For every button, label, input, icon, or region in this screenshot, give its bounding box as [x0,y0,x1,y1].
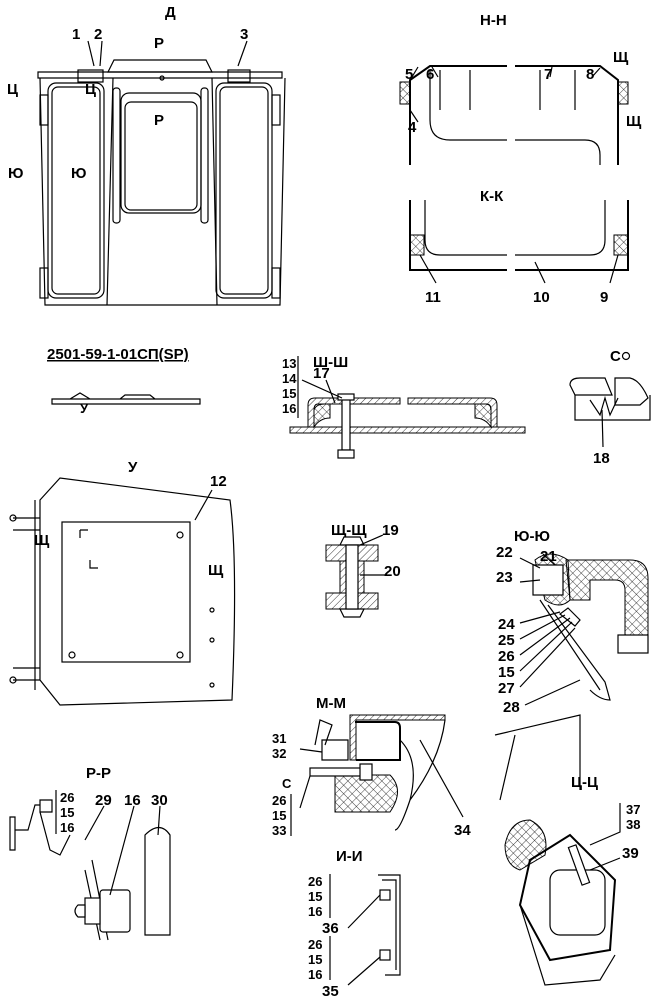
view-u: У 12 Щ Щ [9,459,236,706]
view-n-n: Н-Н 5 6 7 8 4 Щ Щ [399,12,642,165]
callout-15: 15 [498,664,515,681]
callout-16b: 16 [124,792,141,809]
section-mark-r-bottom: Р [154,112,164,129]
callout-2: 2 [94,26,102,43]
callout-26: 26 [60,790,74,805]
view-u-title: У [128,459,138,476]
callout-9: 9 [600,289,608,306]
callout-34: 34 [454,822,471,839]
callout-15: 15 [282,386,296,401]
callout-12: 12 [210,473,227,490]
circle-mark-icon [621,351,631,361]
callout-31: 31 [272,731,286,746]
section-mark-u: У [80,401,89,416]
view-yu-yu-title: Ю-Ю [514,528,550,545]
callout-1: 1 [72,26,80,43]
callout-15: 15 [308,889,322,904]
view-c: С 18 [569,348,651,467]
callout-16: 16 [60,820,74,835]
view-m-m-title: М-М [316,695,346,712]
callout-15: 15 [272,808,286,823]
view-d-title: Д [165,4,176,21]
view-yu-yu: Ю-Ю 21 22 23 24 25 26 15 27 28 [496,528,649,716]
callout-3: 3 [240,26,248,43]
callout-5: 5 [405,66,413,83]
callout-16: 16 [308,904,322,919]
section-mark-shch-bottom: Щ [626,113,642,130]
callout-21: 21 [540,548,557,565]
callout-24: 24 [498,616,515,633]
callout-16: 16 [282,401,296,416]
callout-15b: 15 [308,952,322,967]
callout-18: 18 [593,450,610,467]
callout-28: 28 [503,699,520,716]
section-mark-r-top: Р [154,35,164,52]
callout-33: 33 [272,823,286,838]
view-c-title: С [610,348,621,365]
section-mark-shch-top: Щ [613,49,629,66]
callout-39: 39 [622,845,639,862]
callout-13: 13 [282,356,296,371]
view-r-r: Р-Р 26 15 16 29 16 30 [9,765,171,941]
callout-35: 35 [322,983,339,1000]
callout-25: 25 [498,632,515,649]
section-mark-shch-right: Щ [208,562,224,579]
callout-11: 11 [425,289,441,306]
callout-19: 19 [382,522,399,539]
callout-16c: 16 [308,967,322,982]
view-sh-sh-title: Ш-Ш [313,354,348,371]
section-mark-shch-left: Щ [34,532,50,549]
callout-26: 26 [498,648,515,665]
view-r-r-title: Р-Р [86,765,111,782]
view-i-i: И-И 26 15 16 36 26 15 16 35 [308,848,401,1000]
section-mark-yu-left: Ю [8,165,23,182]
view-m-m: М-М 31 32 С 26 15 33 34 [272,695,471,839]
view-k-k-title: К-К [480,188,504,205]
callout-4: 4 [408,119,417,136]
callout-38: 38 [626,817,640,832]
view-n-n-title: Н-Н [480,12,507,29]
assembly-view: 2501-59-1-01СП(SP) У [47,346,201,416]
callout-29: 29 [95,792,112,809]
view-shch-shch-title: Щ-Щ [331,522,367,539]
callout-26: 26 [308,874,322,889]
callout-8: 8 [586,66,594,83]
callout-27: 27 [498,680,515,697]
section-mark-ts-left: Ц [7,81,18,98]
callout-6: 6 [426,66,434,83]
callout-37: 37 [626,802,640,817]
view-shch-shch: Щ-Щ 19 20 [325,522,401,618]
view-ts-ts-title: Ц-Ц [571,774,598,791]
callout-30: 30 [151,792,168,809]
section-mark-ts-right: Ц [85,81,96,98]
assembly-title: 2501-59-1-01СП(SP) [47,346,189,363]
callout-15: 15 [60,805,74,820]
callout-22: 22 [496,544,513,561]
view-ts-ts: Ц-Ц 37 38 39 [494,714,640,986]
callout-14: 14 [282,371,297,386]
callout-32: 32 [272,746,286,761]
callout-20: 20 [384,563,401,580]
callout-10: 10 [533,289,550,306]
view-k-k: К-К 11 10 9 [409,188,629,306]
section-mark-yu-right: Ю [71,165,86,182]
callout-26b: 26 [308,937,322,952]
callout-17: 17 [313,365,330,382]
section-mark-c: С [282,776,292,791]
callout-26: 26 [272,793,286,808]
view-i-i-title: И-И [336,848,363,865]
callout-7: 7 [544,66,552,83]
view-sh-sh: Ш-Ш 13 14 15 16 17 [282,354,526,459]
callout-23: 23 [496,569,513,586]
callout-36: 36 [322,920,339,937]
view-d: Д 1 2 3 Р Р Ц Ц Ю Ю [7,4,286,306]
